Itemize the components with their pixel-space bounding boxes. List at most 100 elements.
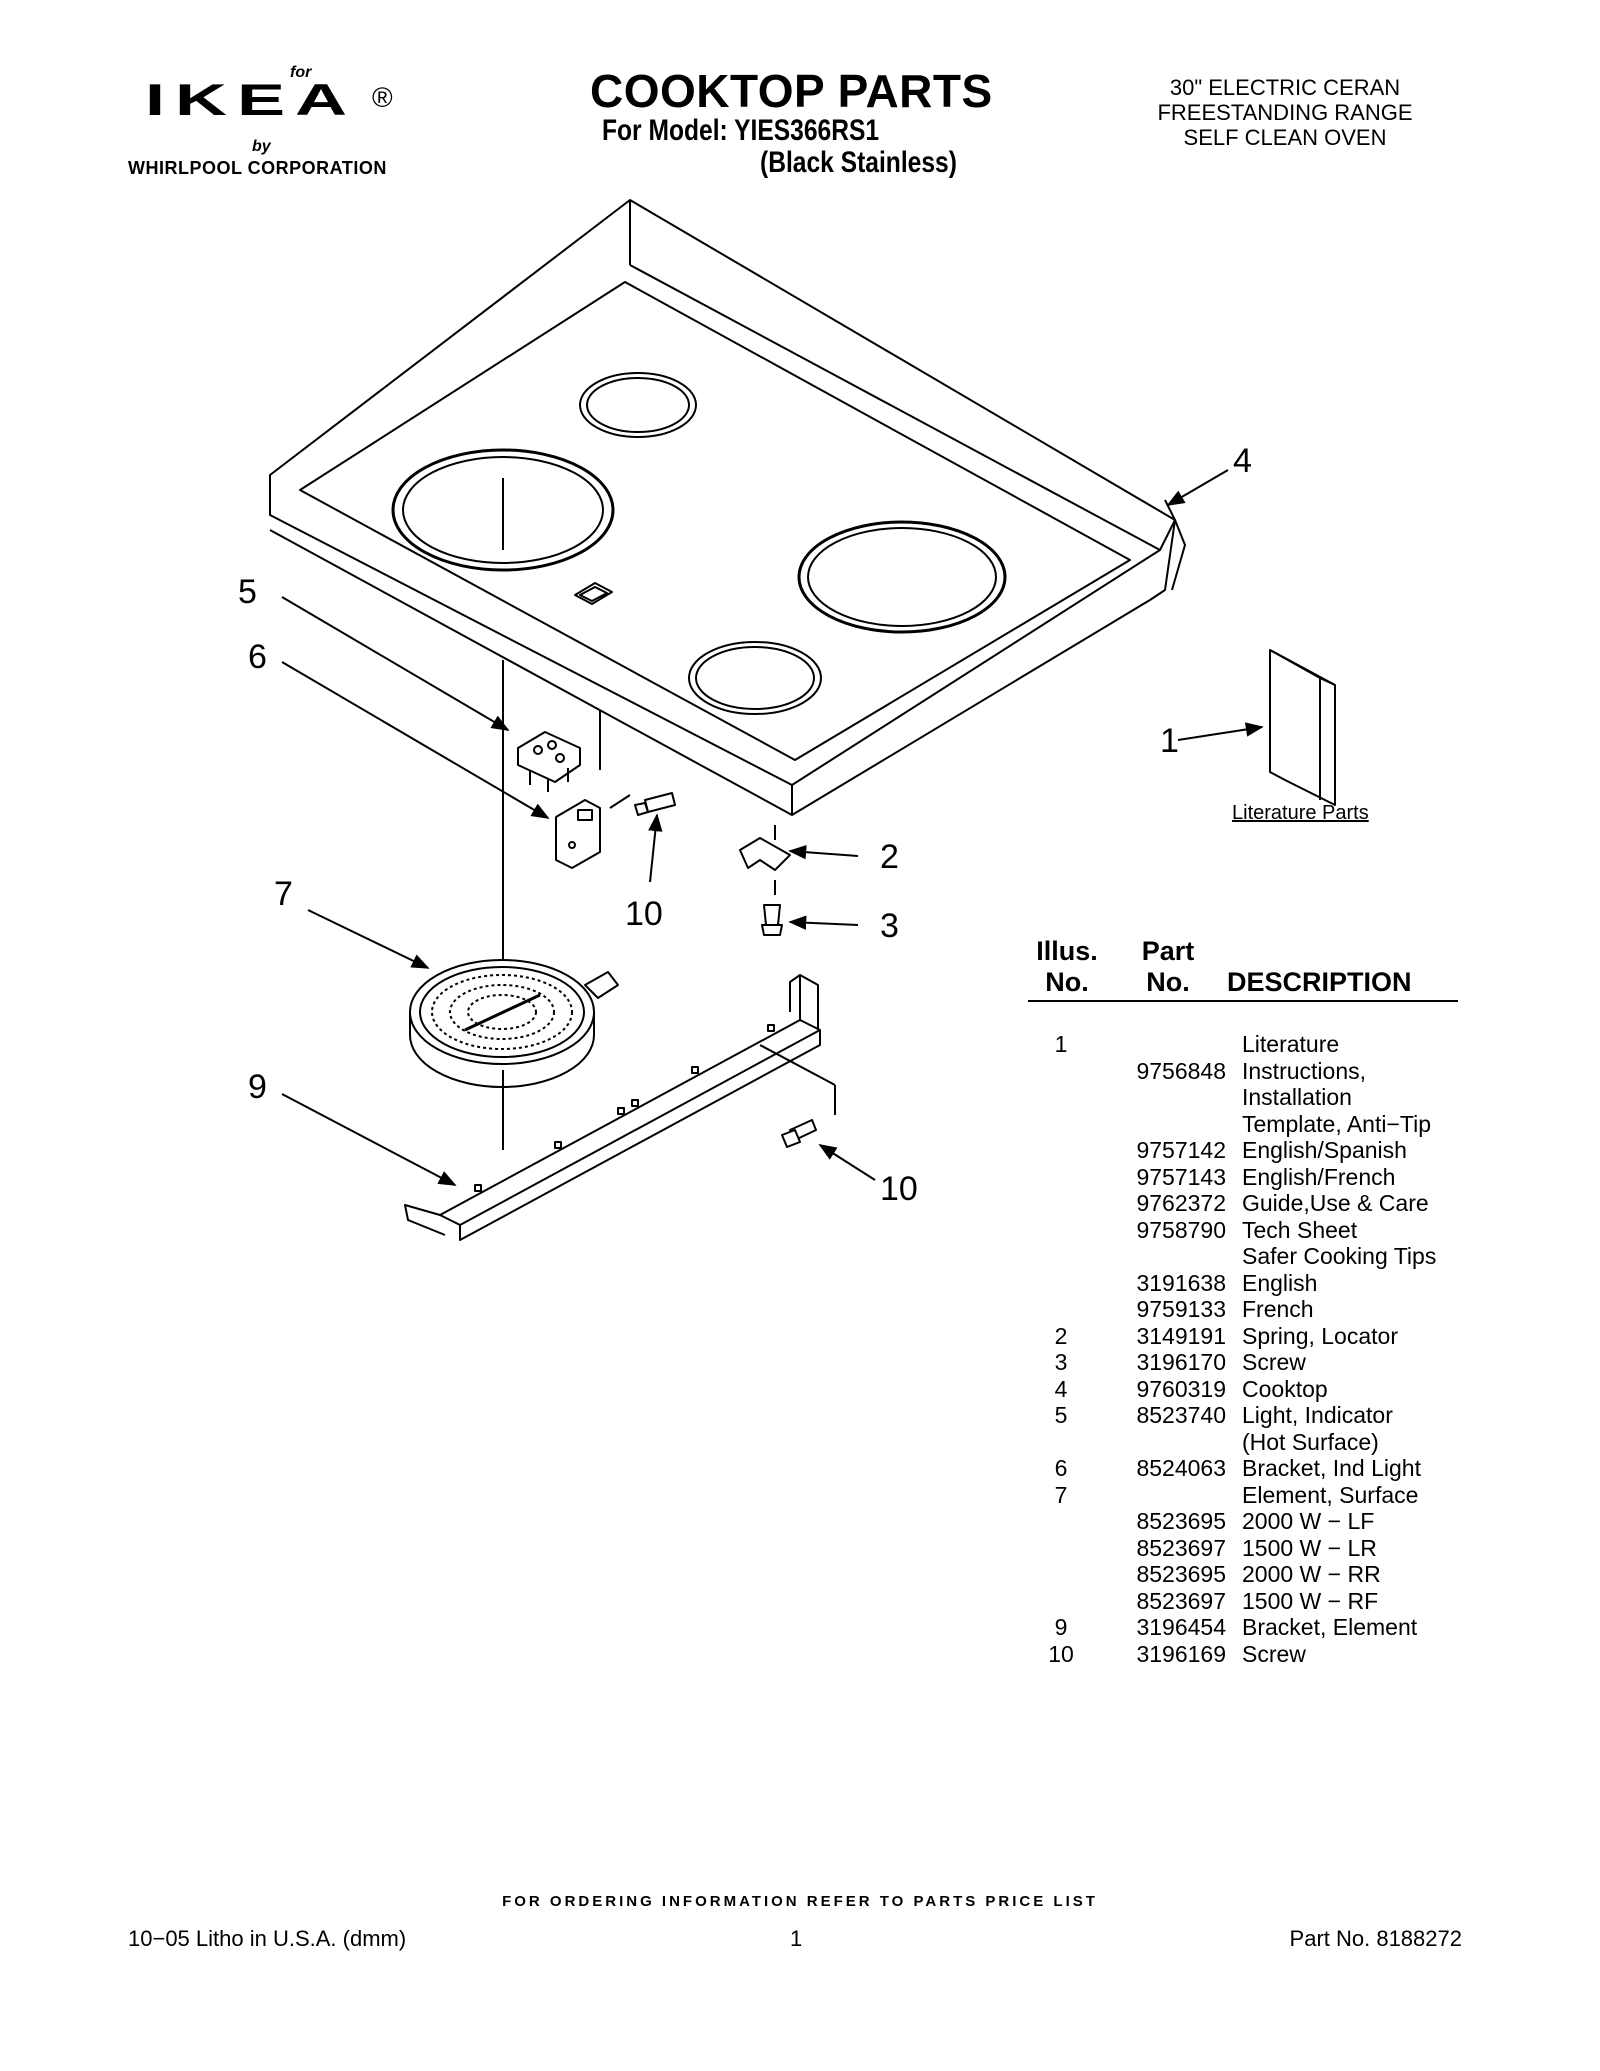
part-number: 9762372 (1136, 1190, 1226, 1216)
indicator-light-part (517, 731, 581, 792)
part-number: 3191638 (1136, 1269, 1226, 1296)
part-description: Element, Surface (1242, 1481, 1419, 1508)
surface-element-part (409, 959, 619, 1088)
illus-number (1030, 1084, 1092, 1111)
callout-3: 3 (880, 907, 899, 945)
illus-number (1030, 1243, 1092, 1270)
spec-line: SELF CLEAN OVEN (1183, 124, 1387, 150)
part-number: 9759133 (1136, 1296, 1226, 1322)
indicator-bracket-part (555, 799, 601, 869)
illus-number: 1 (1054, 1031, 1068, 1057)
callout-10: 10 (625, 895, 663, 933)
part-description: 1500 W − RF (1242, 1587, 1379, 1614)
part-number: 9758790 (1136, 1216, 1226, 1243)
part-number: 9757143 (1136, 1163, 1226, 1190)
illus-number (1030, 1561, 1092, 1588)
brand-corporation: WHIRLPOOL CORPORATION (128, 158, 387, 178)
ikea-logo: IKEA (145, 75, 358, 126)
part-description: Instructions, (1242, 1057, 1366, 1084)
part-description: (Hot Surface) (1242, 1428, 1379, 1455)
parts-row: 9758790 Tech Sheet (1030, 1217, 1470, 1244)
part-number (1092, 1243, 1242, 1270)
header-line: No. (1045, 967, 1089, 998)
column-header-description: DESCRIPTION (1227, 967, 1412, 997)
literature-parts-label: Literature Parts (1232, 802, 1369, 824)
callout-6: 6 (248, 638, 267, 676)
registered-mark: ® (372, 82, 393, 113)
callout-5: 5 (238, 573, 257, 611)
illus-number (1030, 1588, 1092, 1615)
parts-row: 3191638 English (1030, 1270, 1470, 1297)
illus-number: 6 (1054, 1455, 1068, 1481)
part-description: English/French (1242, 1163, 1396, 1190)
alignment-lines (502, 660, 836, 1150)
part-number: 8524063 (1136, 1455, 1226, 1481)
part-number: 3196454 (1136, 1614, 1226, 1640)
part-description: Screw (1242, 1640, 1306, 1667)
element-bracket-part (404, 974, 821, 1241)
part-description: Screw (1242, 1349, 1306, 1375)
page-title: COOKTOP PARTS (590, 65, 993, 117)
part-description: 1500 W − LR (1242, 1534, 1377, 1561)
part-description: Tech Sheet (1242, 1216, 1358, 1243)
screw-part (781, 1119, 817, 1148)
brand-by-label: by (252, 138, 271, 155)
header-line: Illus. (1036, 936, 1098, 966)
part-number (1092, 1429, 1242, 1456)
illus-number (1030, 1058, 1092, 1085)
part-number: 8523695 (1136, 1508, 1226, 1534)
illus-number: 5 (1054, 1402, 1068, 1428)
callout-10: 10 (880, 1170, 918, 1208)
parts-row: 9757143 English/French (1030, 1164, 1470, 1191)
illus-number (1030, 1137, 1092, 1164)
document-part-number: Part No. 8188272 (1289, 1926, 1462, 1951)
litho-info: 10−05 Litho in U.S.A. (dmm) (128, 1926, 407, 1951)
part-number: 9756848 (1136, 1057, 1226, 1084)
part-number: 8523695 (1136, 1561, 1226, 1587)
header-line: Part (1141, 936, 1195, 966)
illus-number: 2 (1054, 1322, 1068, 1349)
part-number (1092, 1084, 1242, 1111)
illus-number (1030, 1217, 1092, 1244)
part-description: 2000 W − RR (1242, 1561, 1381, 1587)
cooktop-part (269, 199, 1186, 816)
product-specs: 30" ELECTRIC CERAN FREESTANDING RANGE SE… (1125, 75, 1445, 151)
part-description: English (1242, 1269, 1318, 1296)
spring-locator-part (739, 837, 791, 895)
callout-7: 7 (274, 875, 293, 913)
illus-number (1030, 1164, 1092, 1191)
illus-number: 10 (1048, 1640, 1074, 1667)
part-description: 2000 W − LF (1242, 1508, 1375, 1534)
model-line: For Model: YIES366RS1 (602, 114, 880, 147)
illus-number (1030, 1296, 1092, 1323)
part-description: Installation (1242, 1084, 1352, 1110)
column-header-illus: Illus. No. (1032, 936, 1102, 999)
literature-part (1269, 649, 1336, 806)
callout-1: 1 (1160, 722, 1179, 760)
illus-number (1030, 1190, 1092, 1217)
parts-row: 8523695 2000 W − RR (1030, 1561, 1470, 1588)
part-description: Safer Cooking Tips (1242, 1243, 1437, 1269)
parts-row: Safer Cooking Tips (1030, 1243, 1470, 1270)
parts-row: 9756848 Instructions, (1030, 1058, 1470, 1085)
illus-number (1030, 1270, 1092, 1297)
parts-row: 8523695 2000 W − LF (1030, 1508, 1470, 1535)
illus-number (1030, 1535, 1092, 1562)
part-number (1092, 1031, 1242, 1058)
ordering-note: FOR ORDERING INFORMATION REFER TO PARTS … (502, 1893, 1098, 1910)
part-description: Light, Indicator (1242, 1402, 1393, 1428)
part-number: 9757142 (1136, 1137, 1226, 1163)
spec-line: 30" ELECTRIC CERAN (1169, 75, 1401, 100)
part-number (1092, 1111, 1242, 1138)
illus-number: 3 (1054, 1349, 1068, 1375)
